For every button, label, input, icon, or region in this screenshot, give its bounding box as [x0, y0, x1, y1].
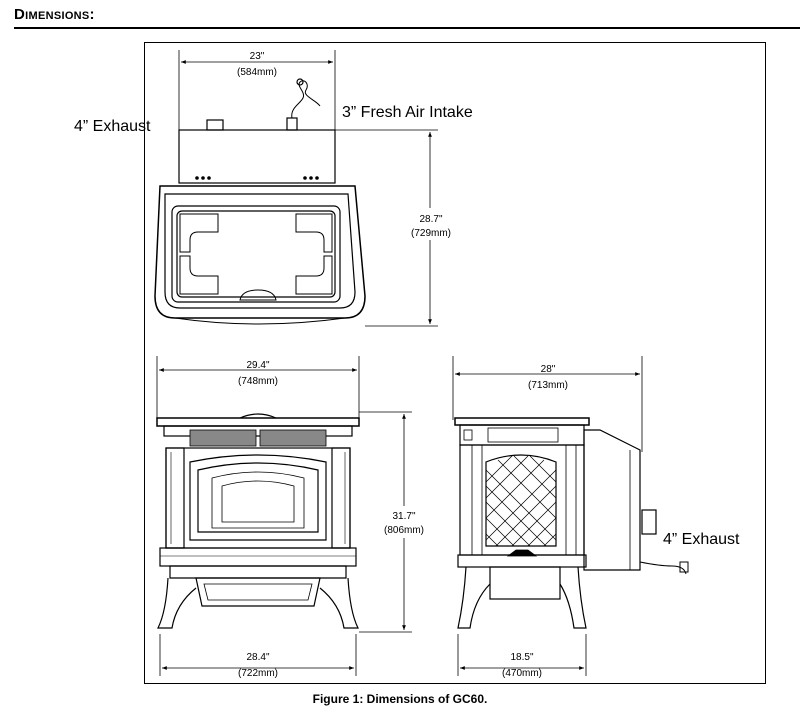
side-base-inches: 18.5"	[510, 652, 533, 663]
side-base-mm: (470mm)	[502, 668, 542, 679]
front-view	[156, 356, 412, 676]
front-height-inches: 31.7"	[392, 511, 415, 522]
air-intake-collar	[286, 117, 298, 131]
side-depth-mm: (713mm)	[528, 380, 568, 391]
exhaust-collar	[206, 119, 224, 131]
front-height-mm: (806mm)	[384, 525, 424, 536]
side-depth-inches: 28"	[541, 364, 556, 375]
top-view	[154, 50, 438, 327]
front-grille-left	[189, 429, 257, 447]
rear-hopper	[583, 429, 641, 571]
heading-rule	[14, 27, 800, 29]
top-depth-inches: 28.7"	[419, 214, 442, 225]
front-top-plate	[156, 417, 360, 427]
front-door	[189, 454, 327, 541]
exhaust-top-label: 4” Exhaust	[74, 118, 151, 135]
top-width-inches: 23"	[250, 51, 265, 62]
top-width-mm: (584mm)	[237, 67, 277, 78]
figure-frame	[144, 42, 766, 684]
exhaust-side-label: 4” Exhaust	[663, 531, 740, 548]
side-top-plate	[454, 417, 590, 426]
side-exhaust-pipe	[641, 509, 657, 535]
front-base-inches: 28.4"	[246, 652, 269, 663]
figure-caption: Figure 1: Dimensions of GC60.	[312, 692, 488, 706]
front-width-inches: 29.4"	[246, 360, 269, 371]
top-depth-mm: (729mm)	[411, 228, 451, 239]
rear-vent-box	[178, 129, 336, 184]
side-ash-box	[489, 566, 561, 600]
front-base-mm: (722mm)	[238, 668, 278, 679]
section-heading: Dimensions:	[14, 6, 95, 23]
top-handle	[239, 289, 277, 301]
fresh-air-intake-label: 3” Fresh Air Intake	[342, 104, 473, 121]
front-grille-right	[259, 429, 327, 447]
side-lattice-window	[485, 454, 557, 547]
side-view	[452, 356, 689, 676]
lattice	[485, 455, 557, 547]
front-width-mm: (748mm)	[238, 376, 278, 387]
ash-drawer	[195, 577, 321, 607]
